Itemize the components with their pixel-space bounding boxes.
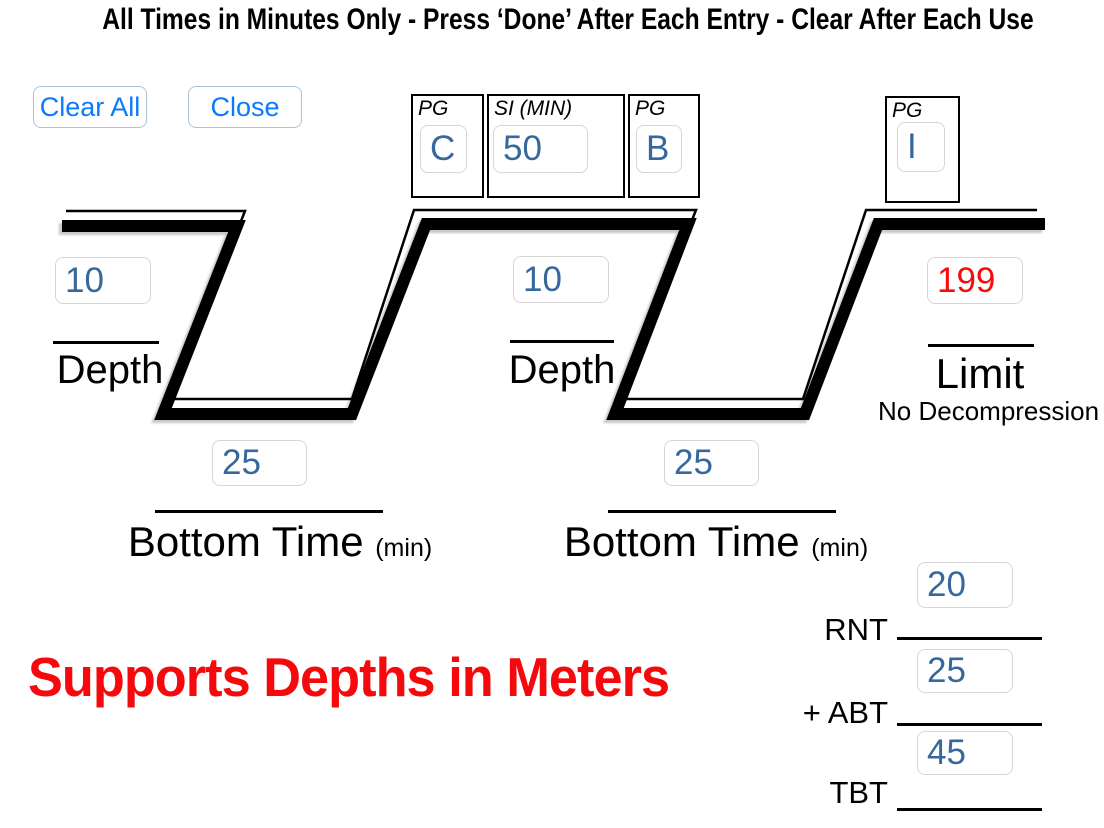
page-title: All Times in Minutes Only - Press ‘Done’… [0,3,1104,37]
dive1-bottom-time-underline [155,510,383,513]
dive2-bottom-time-label: Bottom Time (min) [546,518,886,566]
dive2-depth-underline [510,340,614,343]
abt-underline [897,723,1042,726]
dive2-bottom-time-input[interactable] [664,440,759,486]
surface-interval-label: SI (MIN) [494,97,573,120]
rnt-underline [897,637,1042,640]
surface-interval-input[interactable] [493,125,588,173]
dive1-bottom-time-label: Bottom Time (min) [110,518,450,566]
dive1-bottom-time-input[interactable] [212,440,307,486]
dive1-depth-underline [53,341,159,344]
final-pressure-group-input[interactable] [897,122,945,172]
tbt-input[interactable] [917,731,1013,775]
pressure-group-after-label: PG [635,97,666,120]
dive2-depth-label: Depth [508,348,616,392]
page-title-text: All Times in Minutes Only - Press ‘Done’… [102,3,1034,36]
pressure-group-after-input[interactable] [636,125,682,173]
limit-label: Limit [935,350,1025,397]
dive1-depth-label: Depth [56,348,164,392]
dive-profile-outline-thick [62,218,1045,420]
no-decompression-note: No Decompression [878,396,1100,426]
limit-underline [928,344,1034,347]
abt-label: + ABT [802,695,888,730]
tbt-underline [897,808,1042,811]
tbt-label: TBT [829,775,888,810]
meters-support-note: Supports Depths in Meters [28,646,670,708]
pressure-group-before-label: PG [418,97,449,120]
rnt-input[interactable] [917,562,1013,608]
dive2-bottom-time-underline [608,510,836,513]
close-button[interactable]: Close [188,86,302,128]
clear-all-button[interactable]: Clear All [33,86,147,128]
pressure-group-before-input[interactable] [420,125,467,173]
dive2-bottom-time-label-text: Bottom Time [563,518,800,565]
limit-input[interactable] [927,257,1023,304]
dive1-bottom-time-label-text: Bottom Time [127,518,364,565]
abt-input[interactable] [917,649,1013,693]
dive2-depth-input[interactable] [513,256,609,303]
dive1-bottom-time-unit: (min) [375,534,433,562]
dive1-depth-input[interactable] [55,257,151,304]
rnt-label: RNT [824,612,888,647]
dive2-bottom-time-unit: (min) [811,534,869,562]
final-pressure-group-label: PG [892,99,923,122]
